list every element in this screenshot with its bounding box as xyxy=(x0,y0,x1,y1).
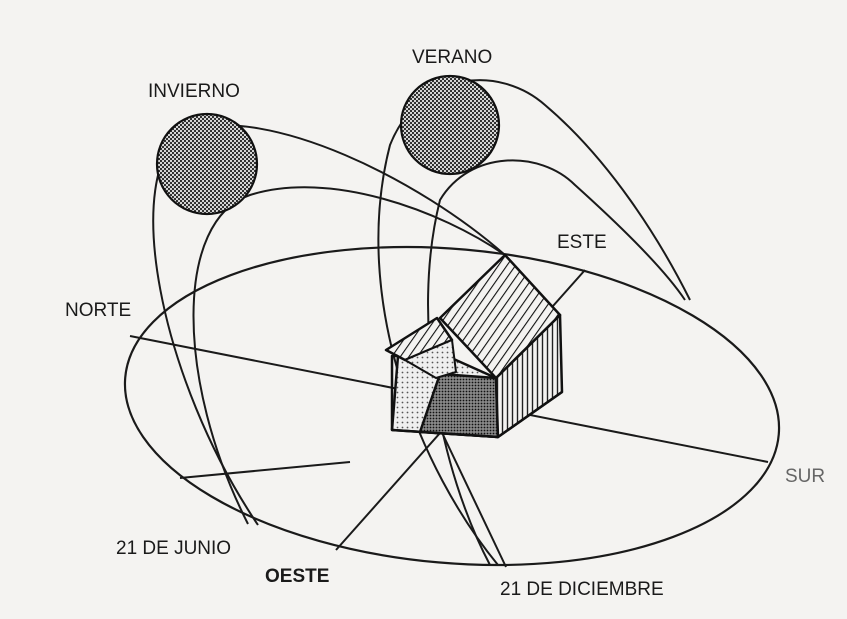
june-label: 21 DE JUNIO xyxy=(116,538,231,559)
winter-sun-icon xyxy=(155,112,259,216)
december-label: 21 DE DICIEMBRE xyxy=(500,579,664,600)
south-label: SUR xyxy=(785,466,825,487)
winter-label: INVIERNO xyxy=(148,81,240,102)
ray-1 xyxy=(179,461,351,479)
west-label: OESTE xyxy=(265,566,329,587)
summer-sun-icon xyxy=(399,74,501,176)
house-icon xyxy=(384,253,564,439)
north-label: NORTE xyxy=(65,300,131,321)
horizon-ellipse xyxy=(123,245,781,567)
summer-label: VERANO xyxy=(412,47,492,68)
ray-2 xyxy=(435,419,507,568)
east-label: ESTE xyxy=(557,232,607,253)
